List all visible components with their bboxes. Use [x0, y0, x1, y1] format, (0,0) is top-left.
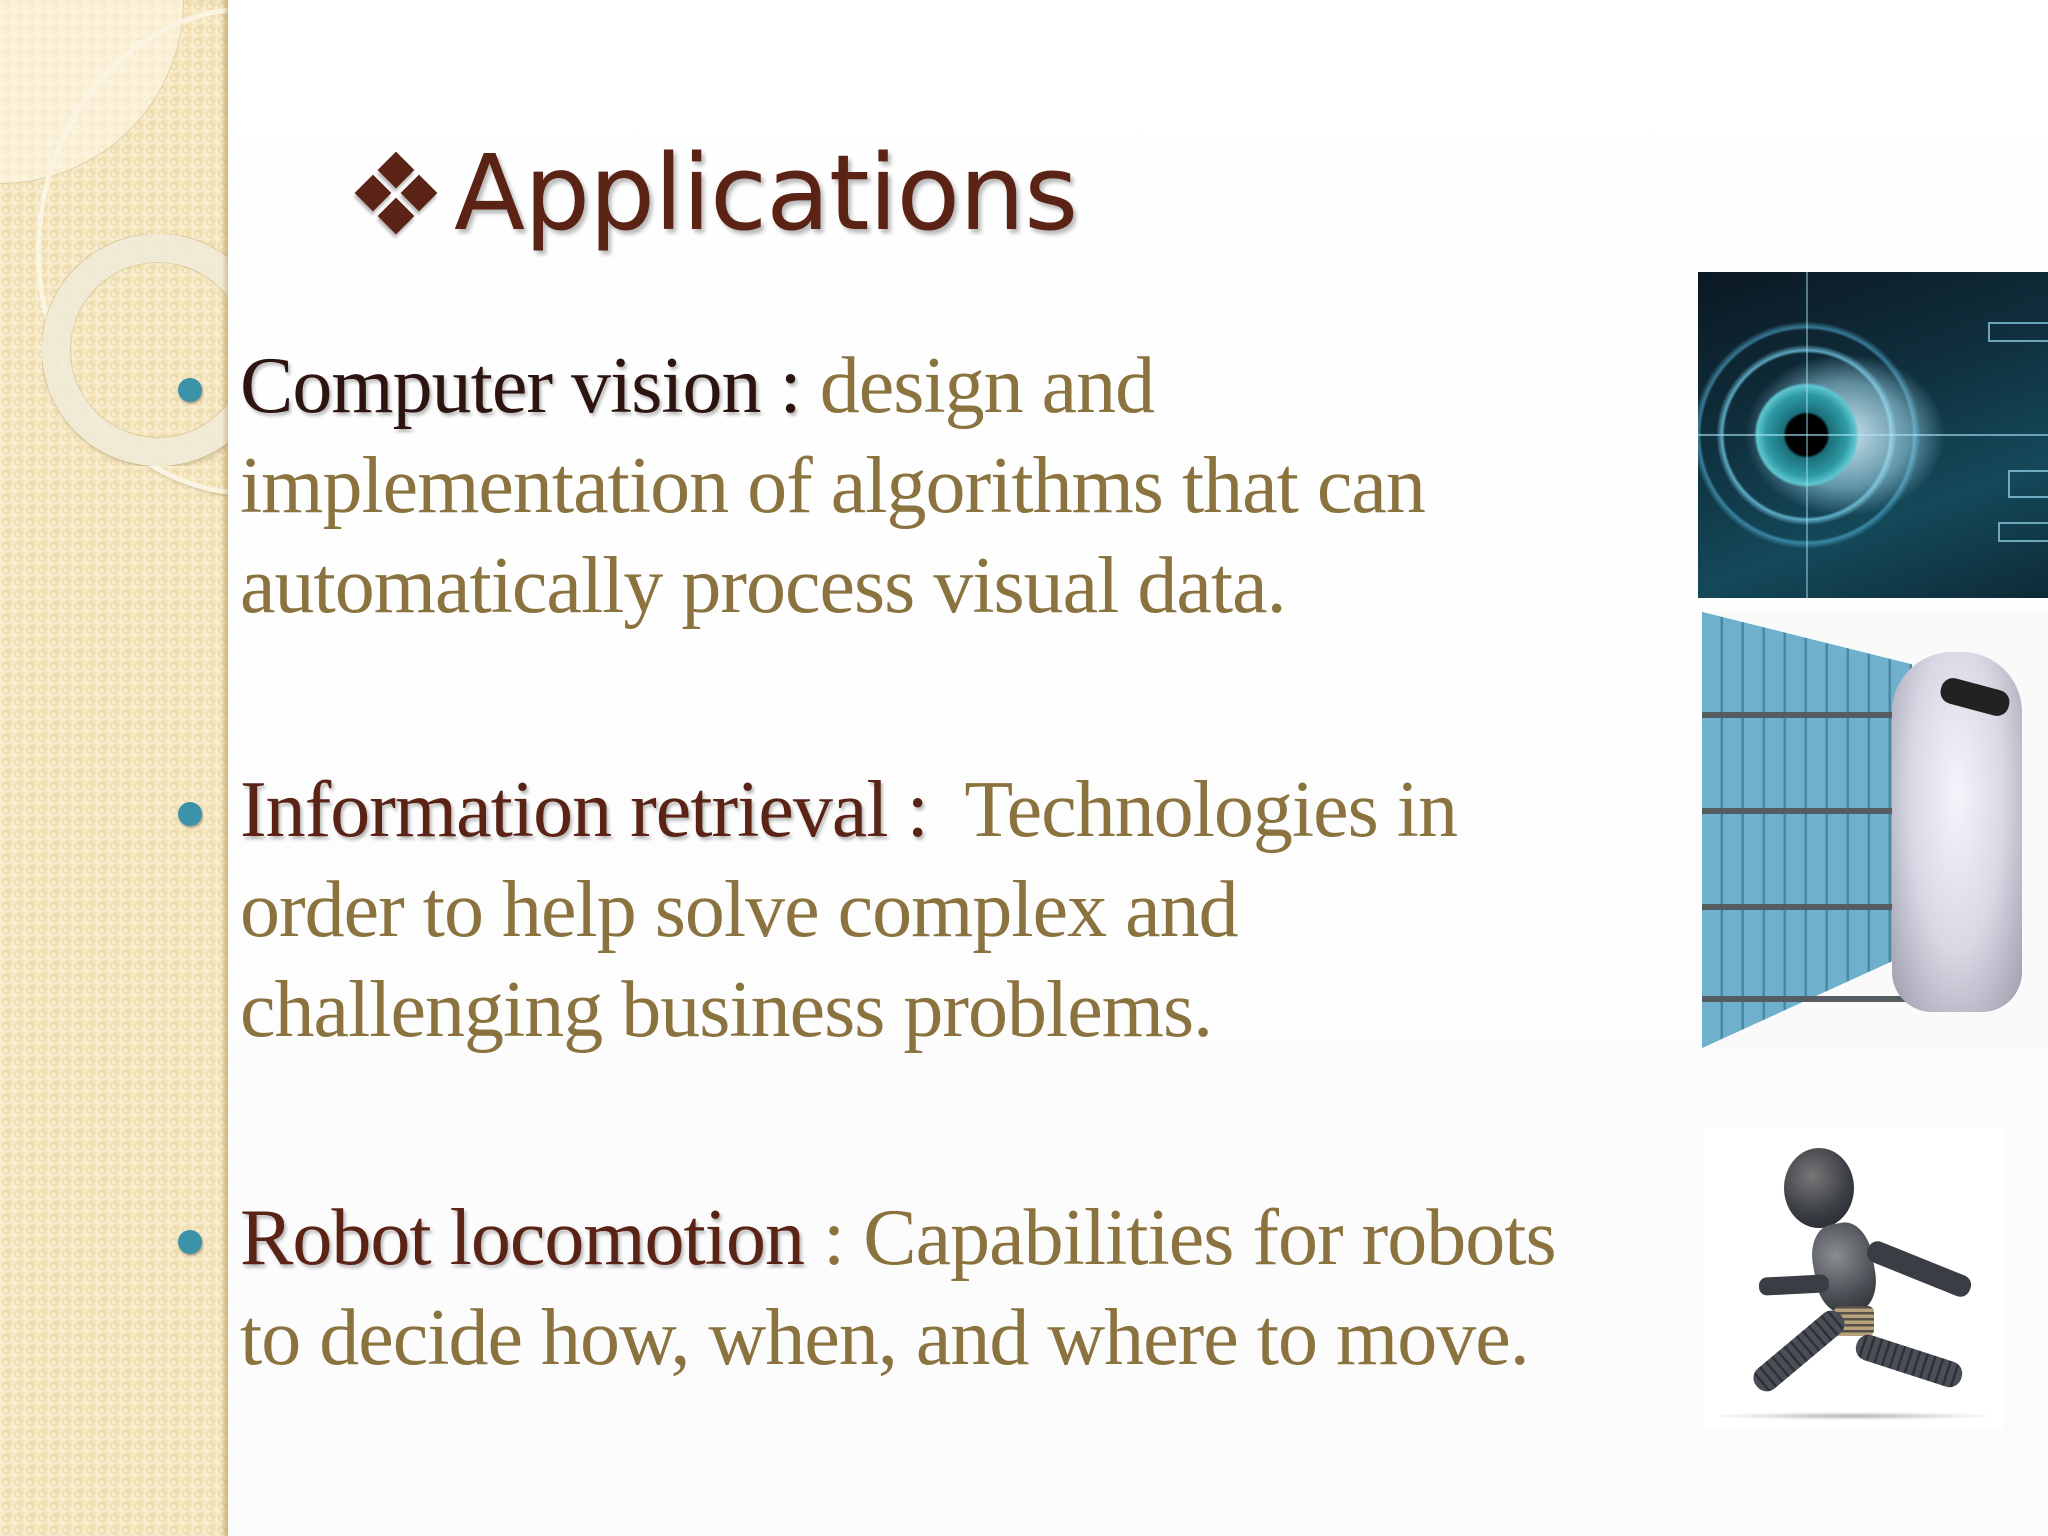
bullet-separator: :	[887, 766, 929, 854]
bullet-term: Computer vision	[240, 342, 762, 430]
sidebar-edge-shadow	[222, 0, 228, 1536]
robot-at-bookshelf-image	[1702, 612, 2048, 1048]
slide-title: Applications	[350, 128, 1078, 258]
bullet-separator: :	[760, 342, 802, 430]
bullet-information-retrieval: Information retrieval : Technologies in …	[178, 760, 1700, 1060]
shelf-rule	[1702, 808, 1912, 814]
hud-panel	[1998, 522, 2048, 542]
bullet-text: Technologies in	[927, 766, 1458, 854]
binder-shelf	[1702, 612, 1912, 1048]
bullet-computer-vision: Computer vision : design and implementat…	[178, 336, 1700, 636]
bullet-dot-icon	[178, 802, 202, 826]
bullet-line: automatically process visual data.	[240, 542, 1287, 630]
shelf-rule	[1702, 904, 1912, 910]
bullet-text: Capabilities for robots	[844, 1194, 1556, 1282]
bullet-line: to decide how, when, and where to move.	[240, 1294, 1530, 1382]
robot-shadow	[1718, 1412, 1988, 1420]
scan-line	[1698, 434, 2048, 436]
hud-panel	[2008, 470, 2048, 498]
bullet-line: Robot locomotion : Capabilities for robo…	[240, 1188, 1708, 1288]
robot-leg	[1748, 1305, 1850, 1397]
robot-arm	[1863, 1238, 1975, 1300]
bullet-dot-icon	[178, 378, 202, 402]
robot-torso	[1806, 1218, 1882, 1318]
bullet-separator: :	[804, 1194, 845, 1282]
shelf-rule	[1702, 996, 1912, 1002]
robot-arm	[1758, 1274, 1830, 1296]
futuristic-eye-scan-image	[1698, 272, 2048, 598]
bullet-line: Computer vision : design and	[240, 336, 1700, 436]
bullet-term: Robot locomotion	[240, 1194, 805, 1282]
shelf-rule	[1702, 712, 1912, 718]
running-robot-image	[1704, 1128, 2004, 1428]
bullet-term: Information retrieval	[240, 766, 889, 854]
slide-title-text: Applications	[454, 132, 1078, 254]
robot-head	[1784, 1148, 1854, 1228]
bullet-text: design and	[800, 342, 1155, 430]
bullet-robot-locomotion: Robot locomotion : Capabilities for robo…	[178, 1188, 1708, 1388]
bullet-line: order to help solve complex and	[240, 866, 1239, 954]
robot-leg	[1852, 1331, 1966, 1391]
scan-line	[1806, 272, 1808, 598]
bullet-line: implementation of algorithms that can	[240, 442, 1426, 530]
hud-panel	[1988, 322, 2048, 342]
bullet-line: challenging business problems.	[240, 966, 1213, 1054]
diamond-bullet-icon	[350, 147, 442, 239]
bullet-dot-icon	[178, 1230, 202, 1254]
bullet-line: Information retrieval : Technologies in	[240, 760, 1700, 860]
